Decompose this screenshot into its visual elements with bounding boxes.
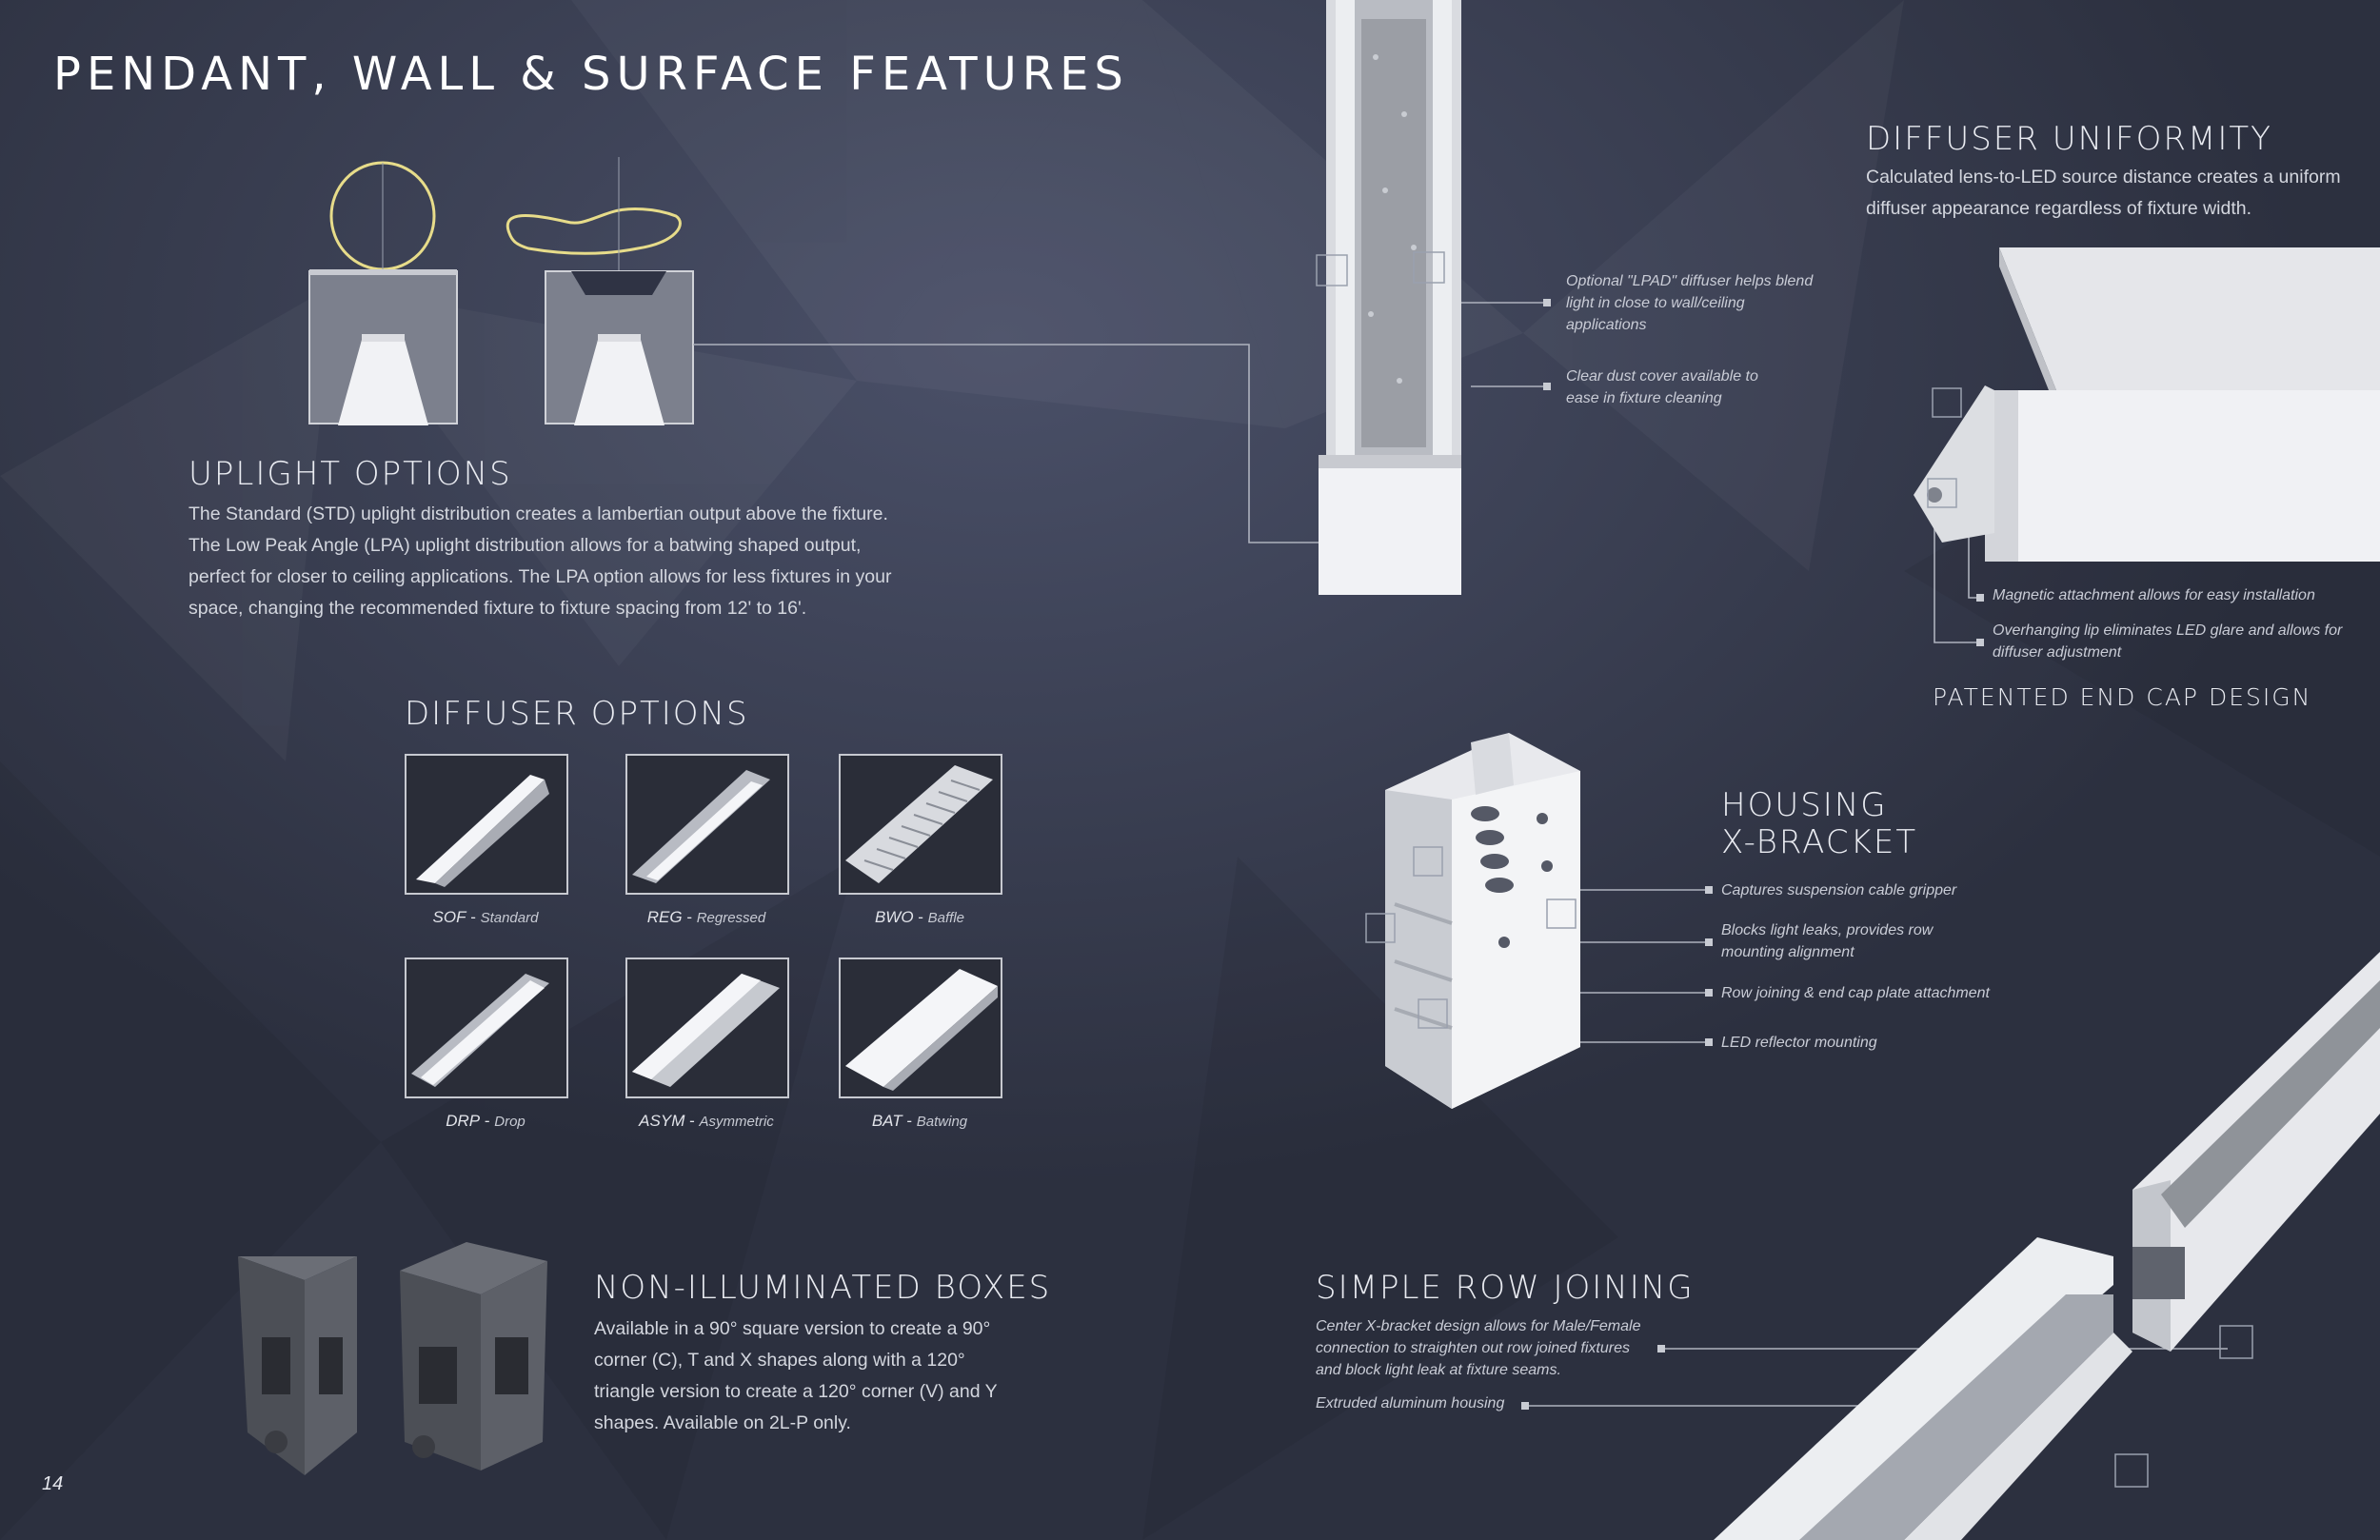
end-cap-heading: PATENTED END CAP DESIGN	[1933, 683, 2312, 711]
row-joining-image	[1714, 952, 2380, 1540]
diffuser-thumb-asym	[625, 958, 789, 1098]
boxes-heading: NON-ILLUMINATED BOXES	[594, 1269, 1052, 1307]
housing-callout-3: Row joining & end cap plate attachment	[1721, 985, 1990, 1001]
page-title: PENDANT, WALL & SURFACE FEATURES	[53, 48, 1129, 101]
diffuser-uniformity-body: Calculated lens-to-LED source distance c…	[1866, 167, 2341, 219]
diffuser-caption-reg: REG - Regressed	[646, 908, 766, 926]
diffuser-caption-bat: BAT - Batwing	[871, 1112, 968, 1130]
housing-callout-2: Blocks light leaks, provides row mountin…	[1721, 922, 1934, 960]
page-number: 14	[42, 1473, 64, 1494]
triangle-box	[238, 1256, 357, 1475]
row-joining-heading: SIMPLE ROW JOINING	[1316, 1269, 1695, 1307]
diffuser-thumb-bat	[839, 958, 1002, 1098]
uplight-heading: UPLIGHT OPTIONS	[188, 455, 512, 493]
dust-cover-callout: Clear dust cover available to ease in fi…	[1566, 368, 1758, 406]
end-cap-image	[1914, 247, 2380, 562]
diffuser-options-grid: SOF - Standard REG - Regressed BWO - Baf…	[405, 754, 1004, 1135]
diffuser-options-heading: DIFFUSER OPTIONS	[405, 695, 749, 733]
lpad-callout: Optional "LPAD" diffuser helps blend lig…	[1566, 273, 1814, 333]
std-uplight-diagram	[308, 161, 458, 425]
row-joining-center-callout: Center X-bracket design allows for Male/…	[1316, 1318, 1641, 1378]
housing-callout-4: LED reflector mounting	[1721, 1035, 1877, 1051]
lip-callout: Overhanging lip eliminates LED glare and…	[1993, 622, 2343, 661]
square-box	[400, 1242, 547, 1471]
diffuser-thumb-reg	[625, 754, 789, 895]
housing-callout-1: Captures suspension cable gripper	[1721, 882, 1957, 898]
non-illuminated-boxes-image	[238, 1242, 547, 1475]
boxes-body: Available in a 90° square version to cre…	[594, 1318, 998, 1433]
diffuser-caption-drp: DRP - Drop	[446, 1112, 526, 1130]
diffuser-caption-asym: ASYM - Asymmetric	[639, 1112, 774, 1130]
diffuser-caption-bwo: BWO - Baffle	[874, 908, 965, 926]
diffuser-caption-sof: SOF - Standard	[432, 908, 539, 926]
uplight-diagrams	[308, 157, 694, 425]
diffuser-thumb-bwo	[839, 754, 1002, 895]
lpa-uplight-diagram	[506, 157, 694, 425]
pendant-fixture-image	[1316, 0, 1461, 595]
uplight-body: The Standard (STD) uplight distribution …	[188, 503, 892, 619]
housing-heading-line2: X-BRACKET	[1721, 823, 1918, 861]
row-joining-housing-callout: Extruded aluminum housing	[1316, 1395, 1505, 1412]
diffuser-uniformity-heading: DIFFUSER UNIFORMITY	[1866, 120, 2272, 158]
housing-heading-line1: HOUSING	[1721, 786, 1888, 824]
diffuser-thumb-drp	[405, 958, 568, 1098]
x-bracket-image	[1365, 733, 1580, 1109]
magnetic-callout: Magnetic attachment allows for easy inst…	[1993, 587, 2315, 603]
diffuser-thumb-sof	[405, 754, 568, 895]
